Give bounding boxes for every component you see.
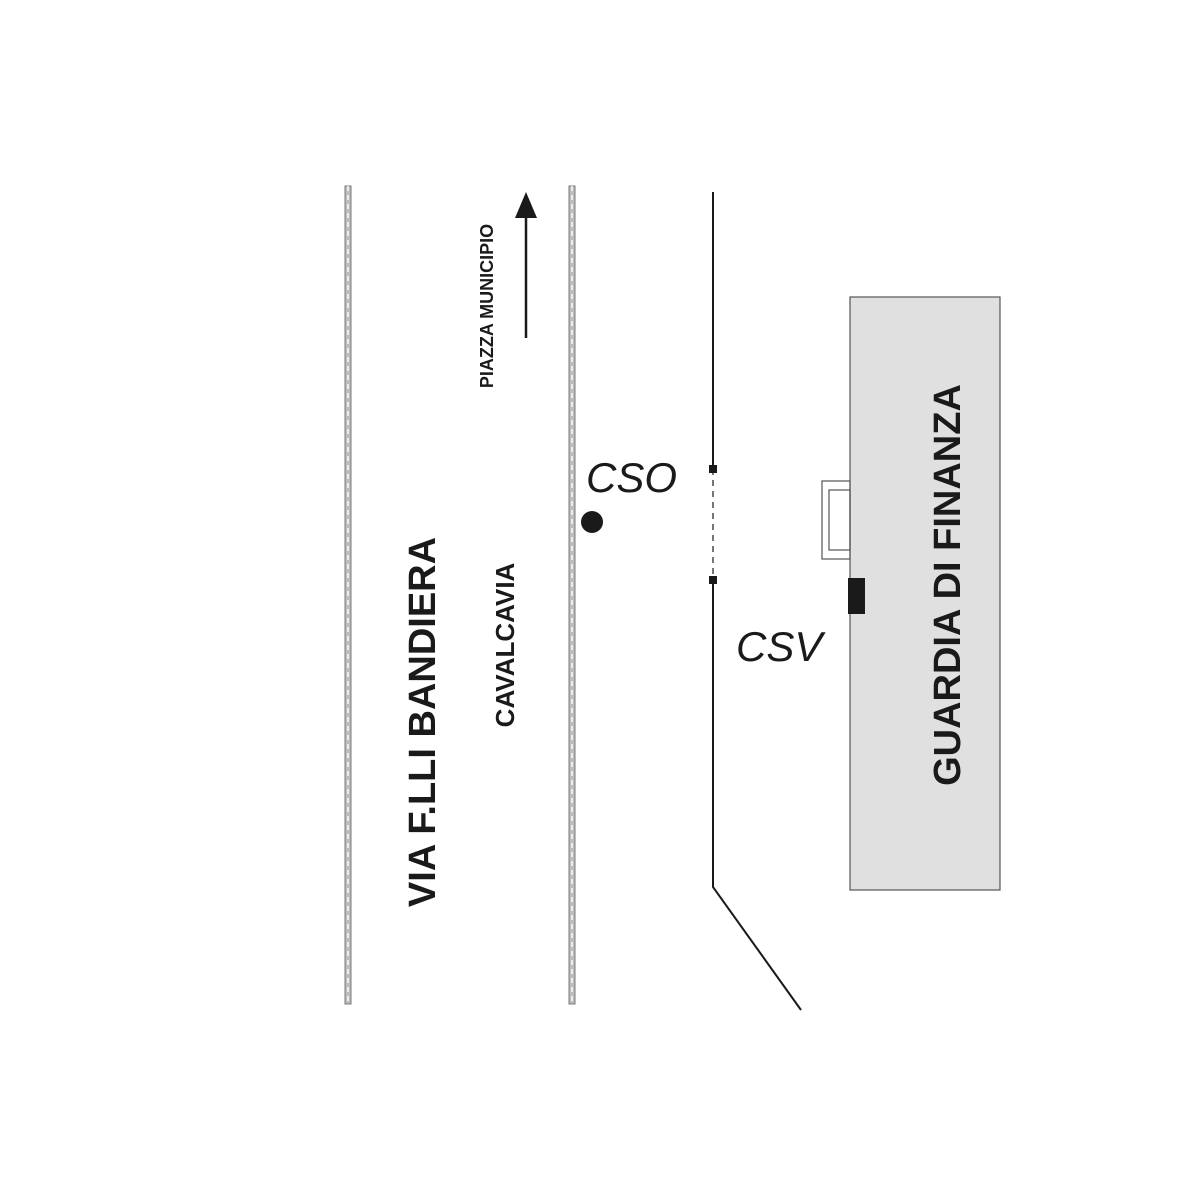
direction-arrow-icon [515,192,537,338]
direction-label: PIAZZA MUNICIPIO [477,224,497,388]
gate-markers [709,465,717,584]
csv-label: CSV [736,623,826,670]
overpass-label: CAVALCAVIA [490,562,520,727]
street-name-label: VIA F.LLI BANDIERA [402,537,444,907]
building-entrance-step [821,480,851,560]
road-edge-right [568,185,576,1005]
building-guardia-di-finanza [849,296,1001,891]
cso-label: CSO [586,454,677,501]
building-label: GUARDIA DI FINANZA [927,384,969,786]
boundary-line [712,192,802,1011]
road-edge-left [344,185,352,1005]
cso-marker [581,511,603,533]
csv-marker [848,578,865,614]
